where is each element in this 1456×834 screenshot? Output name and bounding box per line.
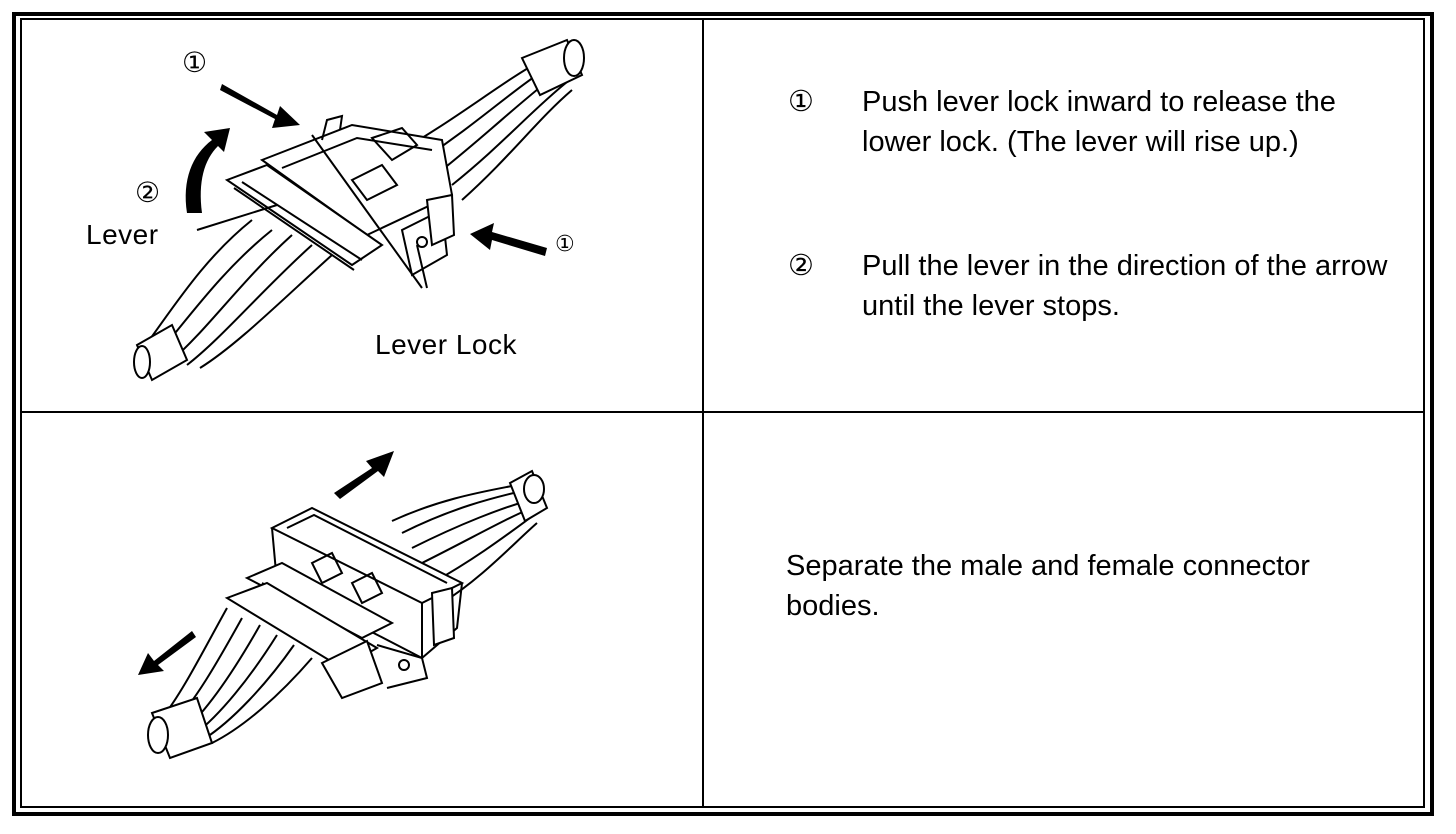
- step1-callout-right: ①: [555, 231, 576, 256]
- step-number: ②: [788, 250, 814, 282]
- connector-separation-illustration: [22, 413, 702, 808]
- lever-lock-label: Lever Lock: [375, 329, 517, 360]
- step-number: ①: [788, 86, 814, 118]
- row-divider: [20, 411, 1425, 413]
- instruction-step-1: ① Push lever lock inward to release the …: [788, 82, 1392, 162]
- inner-frame: [20, 18, 1425, 808]
- step1-callout: ①: [182, 47, 208, 78]
- lever-connector-drawing: [133, 38, 585, 382]
- step-text: Pull the lever in the direction of the a…: [862, 250, 1388, 322]
- column-divider: [702, 20, 704, 808]
- separation-connector-drawing: [138, 451, 549, 760]
- lever-label: Lever: [86, 219, 159, 250]
- instruction-step-2: ② Pull the lever in the direction of the…: [788, 246, 1392, 326]
- connector-lever-illustration: ① ② Lever ① Lever Lock: [22, 20, 702, 411]
- step-text: Push lever lock inward to release the lo…: [862, 86, 1336, 158]
- outer-frame: [12, 12, 1434, 816]
- separation-instruction: Separate the male and female connector b…: [786, 550, 1310, 622]
- step2-callout: ②: [135, 177, 161, 208]
